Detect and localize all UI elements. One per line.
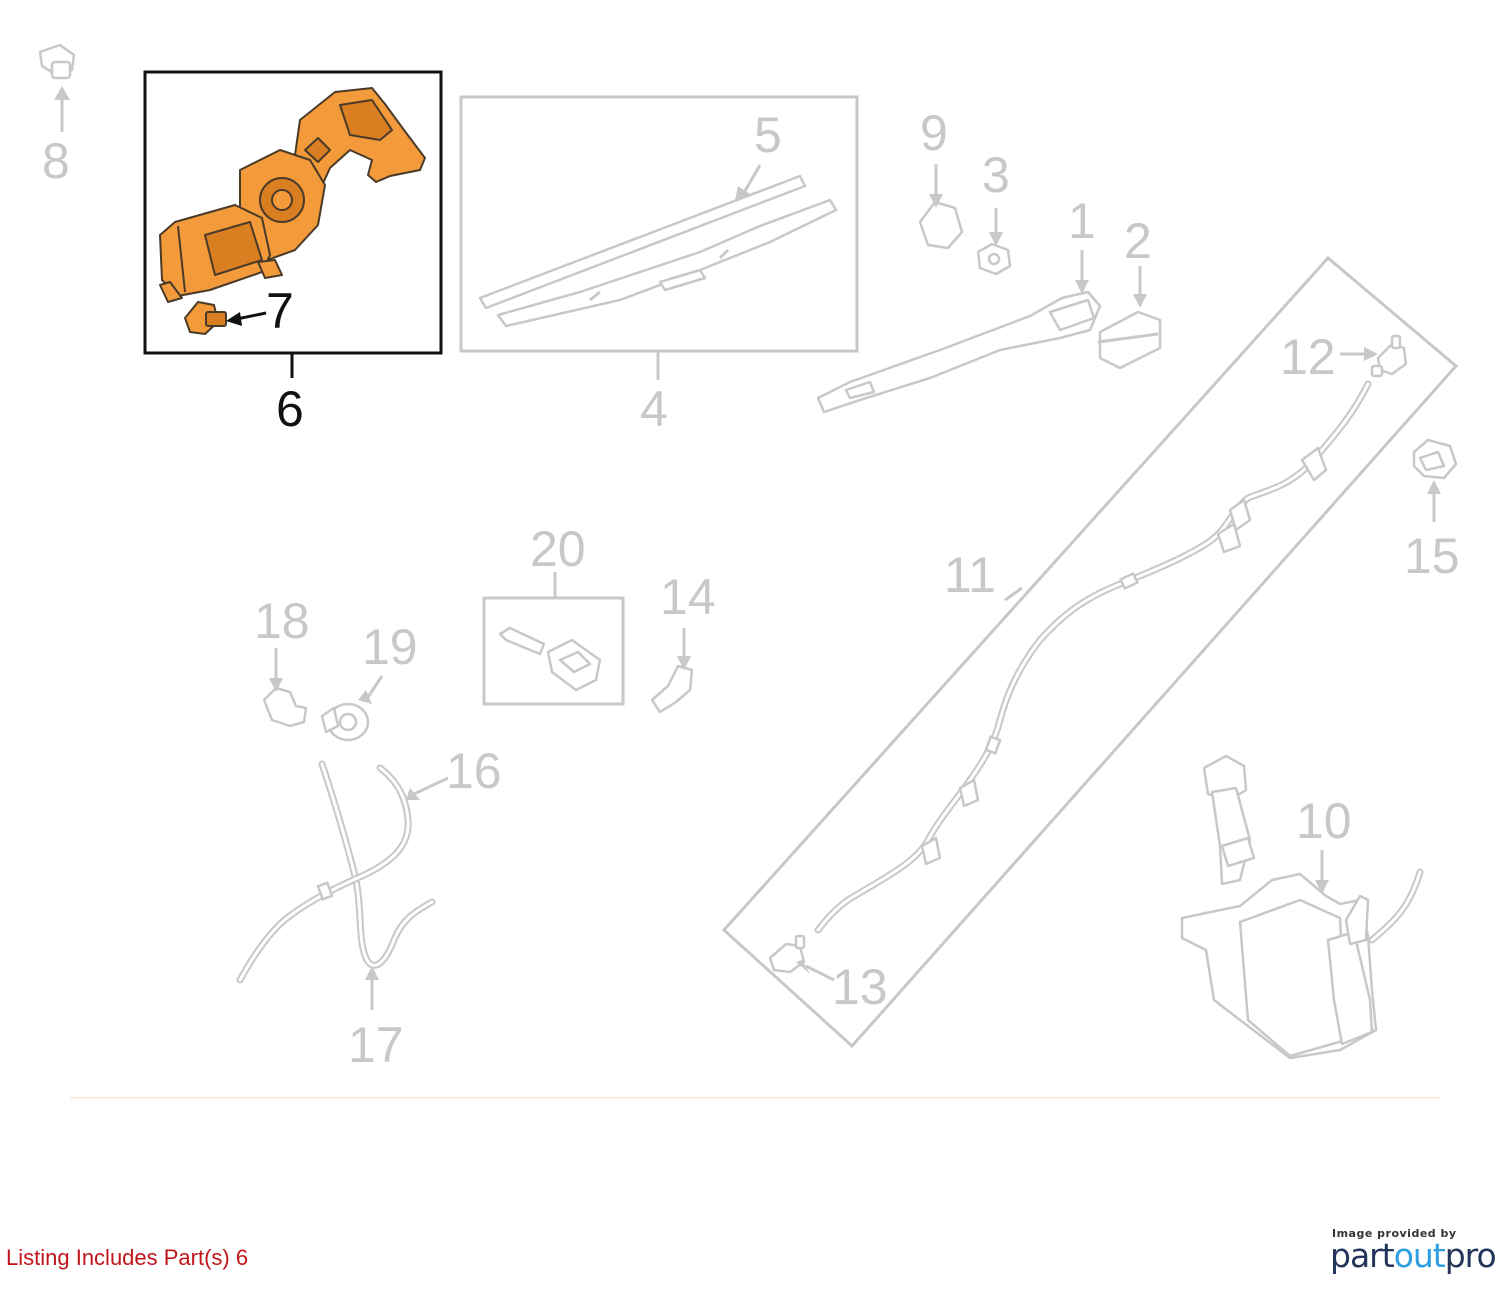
part-13-nozzle (768, 934, 835, 982)
part-19-grommet (320, 675, 384, 742)
callout-6: 6 (276, 381, 304, 437)
connector (498, 626, 602, 692)
part-7-bolt (184, 301, 267, 335)
callout-13: 13 (832, 959, 888, 1015)
callout-8: 8 (42, 133, 70, 189)
callout-14: 14 (660, 569, 716, 625)
part-1-wiper-arm (816, 250, 1102, 414)
part-10-washer-tank (1180, 754, 1424, 1060)
callout-15: 15 (1404, 528, 1460, 584)
part-6-box (143, 70, 443, 378)
callout-12: 12 (1280, 329, 1336, 385)
part-9-cap (918, 164, 964, 250)
part-20-box (482, 572, 625, 706)
logo-pro: pro (1444, 1236, 1497, 1275)
callout-9: 9 (920, 105, 948, 161)
washer-hose (814, 380, 1372, 934)
rear-wiper-motor (159, 87, 426, 303)
logo-out: out (1393, 1236, 1446, 1275)
part-18-elbow (262, 648, 308, 728)
part-15-grommet (1412, 438, 1458, 522)
callout-18: 18 (254, 593, 310, 649)
hoses-16-17 (236, 760, 449, 1010)
callout-17: 17 (348, 1017, 404, 1073)
listing-note: Listing Includes Part(s) 6 (6, 1245, 249, 1270)
callout-1: 1 (1068, 193, 1096, 249)
part-4-box (459, 95, 859, 380)
part-12-nozzle (1340, 334, 1408, 378)
part-2-cap (1097, 266, 1162, 370)
wiper-blade (478, 164, 838, 328)
callout-19: 19 (362, 619, 418, 675)
part-11-box (721, 255, 1459, 1049)
partoutpro-logo: partoutpro (1330, 1236, 1497, 1275)
part-14-bracket (650, 628, 694, 714)
callout-10: 10 (1296, 793, 1352, 849)
callout-4: 4 (640, 381, 668, 437)
part-8-bolt (38, 43, 76, 132)
callout-2: 2 (1124, 213, 1152, 269)
callout-20: 20 (530, 521, 586, 577)
callout-7: 7 (266, 283, 294, 339)
callout-5: 5 (754, 107, 782, 163)
callout-3: 3 (982, 147, 1010, 203)
callout-16: 16 (446, 743, 502, 799)
logo-part: part (1330, 1236, 1395, 1275)
image-credit-caption: Image provided by (1332, 1227, 1457, 1240)
callout-11: 11 (944, 547, 996, 603)
part-3-nut (976, 208, 1012, 276)
